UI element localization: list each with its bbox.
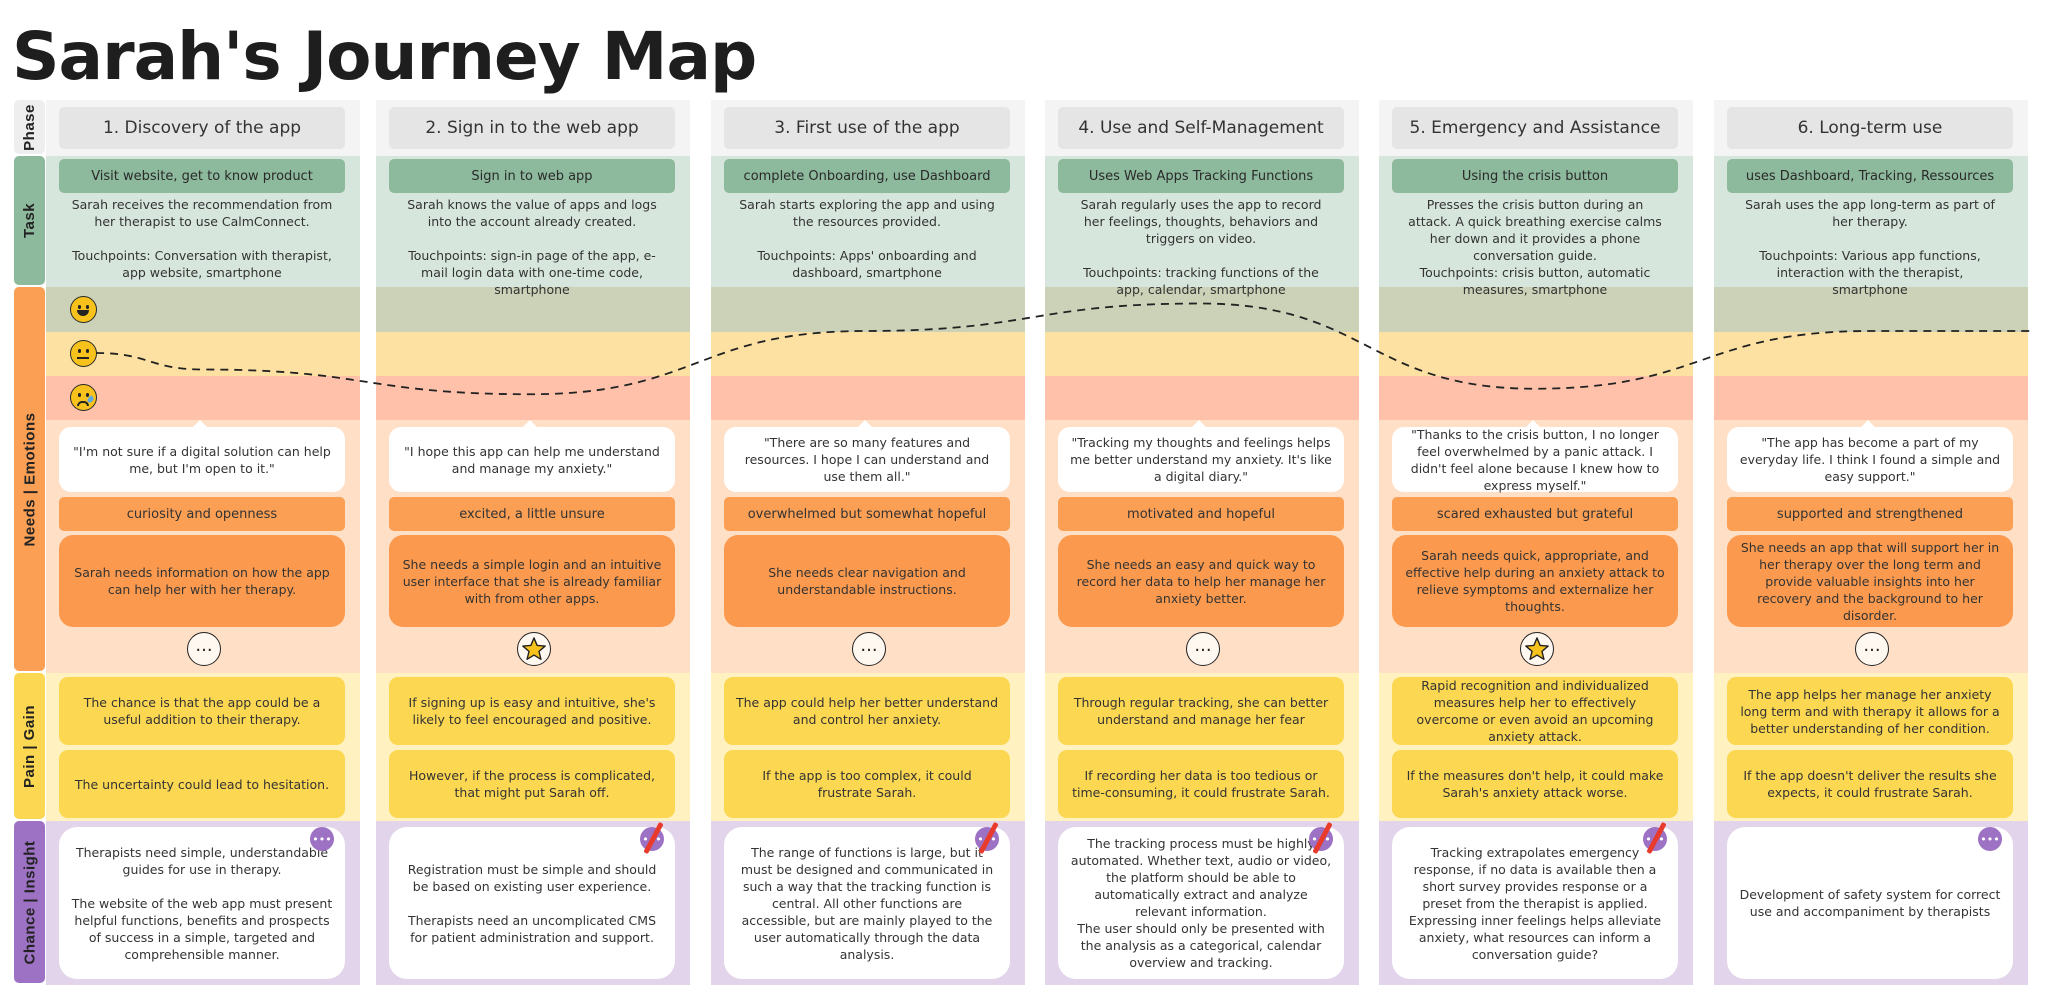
row-label-chance-text: Chance | Insight: [21, 840, 39, 964]
comment-badge-icon[interactable]: •••: [310, 827, 334, 851]
row-label-task: Task: [14, 156, 45, 285]
gain-box: The app helps her manage her anxiety lon…: [1727, 677, 2013, 745]
row-label-needs: Needs | Emotions: [14, 287, 45, 671]
ellipsis-icon: ...: [187, 632, 221, 666]
feeling-label: overwhelmed but somewhat hopeful: [724, 497, 1010, 531]
pain-box: If the measures don't help, it could mak…: [1392, 750, 1678, 818]
task-description: Sarah knows the value of apps and logs i…: [407, 197, 657, 297]
pain-box: If recording her data is too tedious or …: [1058, 750, 1344, 818]
feeling-label: supported and strengthened: [1727, 497, 2013, 531]
task-description: Sarah starts exploring the app and using…: [739, 197, 995, 280]
insight-box: Registration must be simple and should b…: [389, 827, 675, 979]
feeling-label: scared exhausted but grateful: [1392, 497, 1678, 531]
quote-pointer: [521, 420, 539, 429]
emotion-band-negative: [1379, 376, 1693, 420]
user-quote: "Tracking my thoughts and feelings helps…: [1058, 427, 1344, 492]
phase-title: 4. Use and Self-Management: [1058, 107, 1344, 149]
task-description: Sarah uses the app long-term as part of …: [1745, 197, 1995, 297]
quote-pointer: [1190, 420, 1208, 429]
insight-box: The tracking process must be highly auto…: [1058, 827, 1344, 979]
quote-pointer: [191, 420, 209, 429]
task-header: Sign in to web app: [389, 159, 675, 193]
user-quote: "The app has become a part of my everyda…: [1727, 427, 2013, 492]
user-quote: "I'm not sure if a digital solution can …: [59, 427, 345, 492]
task-header: Using the crisis button: [1392, 159, 1678, 193]
row-label-pain: Pain | Gain: [14, 673, 45, 819]
pain-box: However, if the process is complicated, …: [389, 750, 675, 818]
user-quote: "Thanks to the crisis button, I no longe…: [1392, 427, 1678, 493]
star-icon: [1520, 632, 1554, 666]
phase-title: 3. First use of the app: [724, 107, 1010, 149]
gain-box: If signing up is easy and intuitive, she…: [389, 677, 675, 745]
happy-emoji-icon: [70, 296, 97, 323]
task-header: uses Dashboard, Tracking, Ressources: [1727, 159, 2013, 193]
row-label-chance: Chance | Insight: [14, 821, 45, 983]
feeling-label: excited, a little unsure: [389, 497, 675, 531]
insight-box: Development of safety system for correct…: [1727, 827, 2013, 979]
comment-badge-icon[interactable]: •••: [1978, 827, 2002, 851]
task-header: complete Onboarding, use Dashboard: [724, 159, 1010, 193]
task-header: Uses Web Apps Tracking Functions: [1058, 159, 1344, 193]
row-label-pain-text: Pain | Gain: [21, 704, 38, 788]
task-description: Presses the crisis button during an atta…: [1408, 197, 1662, 297]
pain-box: If the app is too complex, it could frus…: [724, 750, 1010, 818]
emotion-band-negative: [1714, 376, 2028, 420]
row-label-phase-text: Phase: [21, 103, 39, 151]
quote-pointer: [856, 420, 874, 429]
pain-box: The uncertainty could lead to hesitation…: [59, 750, 345, 818]
phase-column-6: 6. Long-term use uses Dashboard, Tracking…: [1714, 100, 2028, 985]
emotion-band-positive: [711, 287, 1025, 332]
sad-emoji-icon: [70, 384, 97, 411]
page-title: Sarah's Journey Map: [12, 18, 757, 95]
phase-column-3: 3. First use of the app complete Onboardi…: [711, 100, 1025, 985]
need-box: Sarah needs quick, appropriate, and effe…: [1392, 535, 1678, 627]
emotion-band-neutral: [376, 332, 690, 376]
quote-pointer: [1524, 420, 1542, 429]
insight-box: Therapists need simple, understandable g…: [59, 827, 345, 979]
user-quote: "There are so many features and resource…: [724, 427, 1010, 492]
quote-pointer: [1859, 420, 1877, 429]
phase-title: 5. Emergency and Assistance: [1392, 107, 1678, 149]
insight-box: Tracking extrapolates emergency response…: [1392, 827, 1678, 979]
ellipsis-icon: ...: [852, 632, 886, 666]
need-box: Sarah needs information on how the app c…: [59, 535, 345, 627]
ellipsis-icon: ...: [1855, 632, 1889, 666]
task-header: Visit website, get to know product: [59, 159, 345, 193]
phase-title: 1. Discovery of the app: [59, 107, 345, 149]
neutral-emoji-icon: [70, 340, 97, 367]
row-label-task-text: Task: [21, 202, 39, 239]
emotion-band-negative: [711, 376, 1025, 420]
ellipsis-icon: ...: [1186, 632, 1220, 666]
task-description: Sarah regularly uses the app to record h…: [1080, 197, 1322, 297]
phase-title: 6. Long-term use: [1727, 107, 2013, 149]
gain-box: Through regular tracking, she can better…: [1058, 677, 1344, 745]
row-label-needs-text: Needs | Emotions: [21, 412, 39, 546]
task-description: Sarah receives the recommendation from h…: [71, 197, 333, 280]
insight-box: The range of functions is large, but it …: [724, 827, 1010, 979]
emotion-band-neutral: [1045, 332, 1359, 376]
emotion-band-neutral: [711, 332, 1025, 376]
emotion-band-neutral: [1714, 332, 2028, 376]
phase-title: 2. Sign in to the web app: [389, 107, 675, 149]
feeling-label: motivated and hopeful: [1058, 497, 1344, 531]
row-label-phase: Phase: [14, 100, 45, 154]
emotion-band-neutral: [1379, 332, 1693, 376]
need-box: She needs a simple login and an intuitiv…: [389, 535, 675, 627]
need-box: She needs an easy and quick way to recor…: [1058, 535, 1344, 627]
gain-box: Rapid recognition and individualized mea…: [1392, 677, 1678, 745]
emotion-band-negative: [376, 376, 690, 420]
star-icon: [517, 632, 551, 666]
user-quote: "I hope this app can help me understand …: [389, 427, 675, 492]
gain-box: The app could help her better understand…: [724, 677, 1010, 745]
need-box: She needs clear navigation and understan…: [724, 535, 1010, 627]
feeling-label: curiosity and openness: [59, 497, 345, 531]
pain-box: If the app doesn't deliver the results s…: [1727, 750, 2013, 818]
gain-box: The chance is that the app could be a us…: [59, 677, 345, 745]
emotion-band-negative: [1045, 376, 1359, 420]
need-box: She needs an app that will support her i…: [1727, 535, 2013, 627]
